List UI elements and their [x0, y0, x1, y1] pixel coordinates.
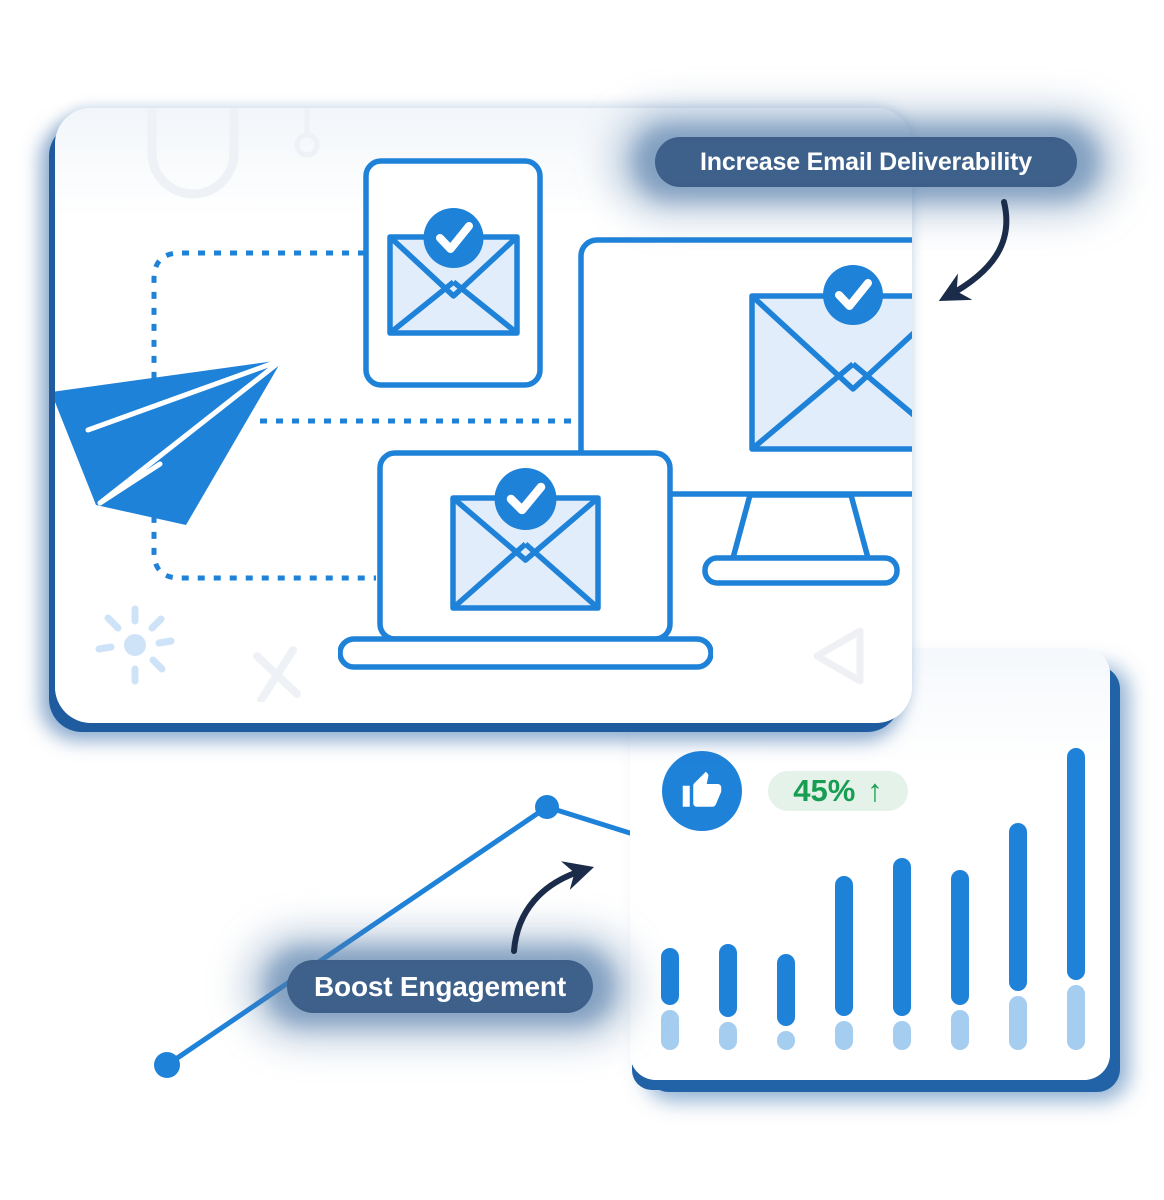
bar — [777, 954, 795, 1050]
check-icon — [494, 468, 557, 530]
arrow-up-icon: ↑ — [867, 773, 883, 808]
paper-plane-icon — [55, 357, 285, 525]
bar — [893, 858, 911, 1050]
tablet-email-icon — [363, 158, 543, 388]
laptop-email-icon — [338, 450, 713, 670]
deliverability-callout-badge: Increase Email Deliverability — [655, 137, 1077, 187]
envelope-icon — [749, 293, 912, 452]
connector-dot-start — [154, 1052, 180, 1078]
bar — [835, 876, 853, 1050]
triangle-decoration-icon — [813, 627, 864, 685]
check-icon — [423, 208, 484, 268]
sparkle-icon — [95, 605, 175, 685]
bar — [951, 870, 969, 1050]
bar — [719, 944, 737, 1050]
u-curve-decoration-icon — [147, 108, 239, 199]
cross-decoration-icon — [253, 646, 301, 702]
monitor-base — [702, 555, 900, 586]
engagement-callout-badge: Boost Engagement — [287, 960, 593, 1013]
thumbs-up-icon — [662, 751, 742, 831]
check-icon — [823, 265, 883, 325]
engagement-callout-label: Boost Engagement — [314, 970, 566, 1002]
pin-ring-decoration-icon — [294, 108, 320, 158]
monitor-email-icon — [578, 237, 912, 586]
bar-chart — [661, 738, 1085, 1050]
stat-badge: 45% ↑ — [768, 771, 908, 811]
deliverability-callout-label: Increase Email Deliverability — [700, 147, 1032, 176]
stat-value: 45% — [793, 773, 856, 808]
dotted-delivery-paths — [151, 250, 576, 581]
laptop-base — [338, 636, 713, 670]
monitor-stand — [730, 492, 871, 561]
bar — [1067, 748, 1085, 1050]
connector-dot-mid — [535, 795, 559, 819]
bar — [1009, 823, 1027, 1050]
bar — [661, 948, 679, 1050]
